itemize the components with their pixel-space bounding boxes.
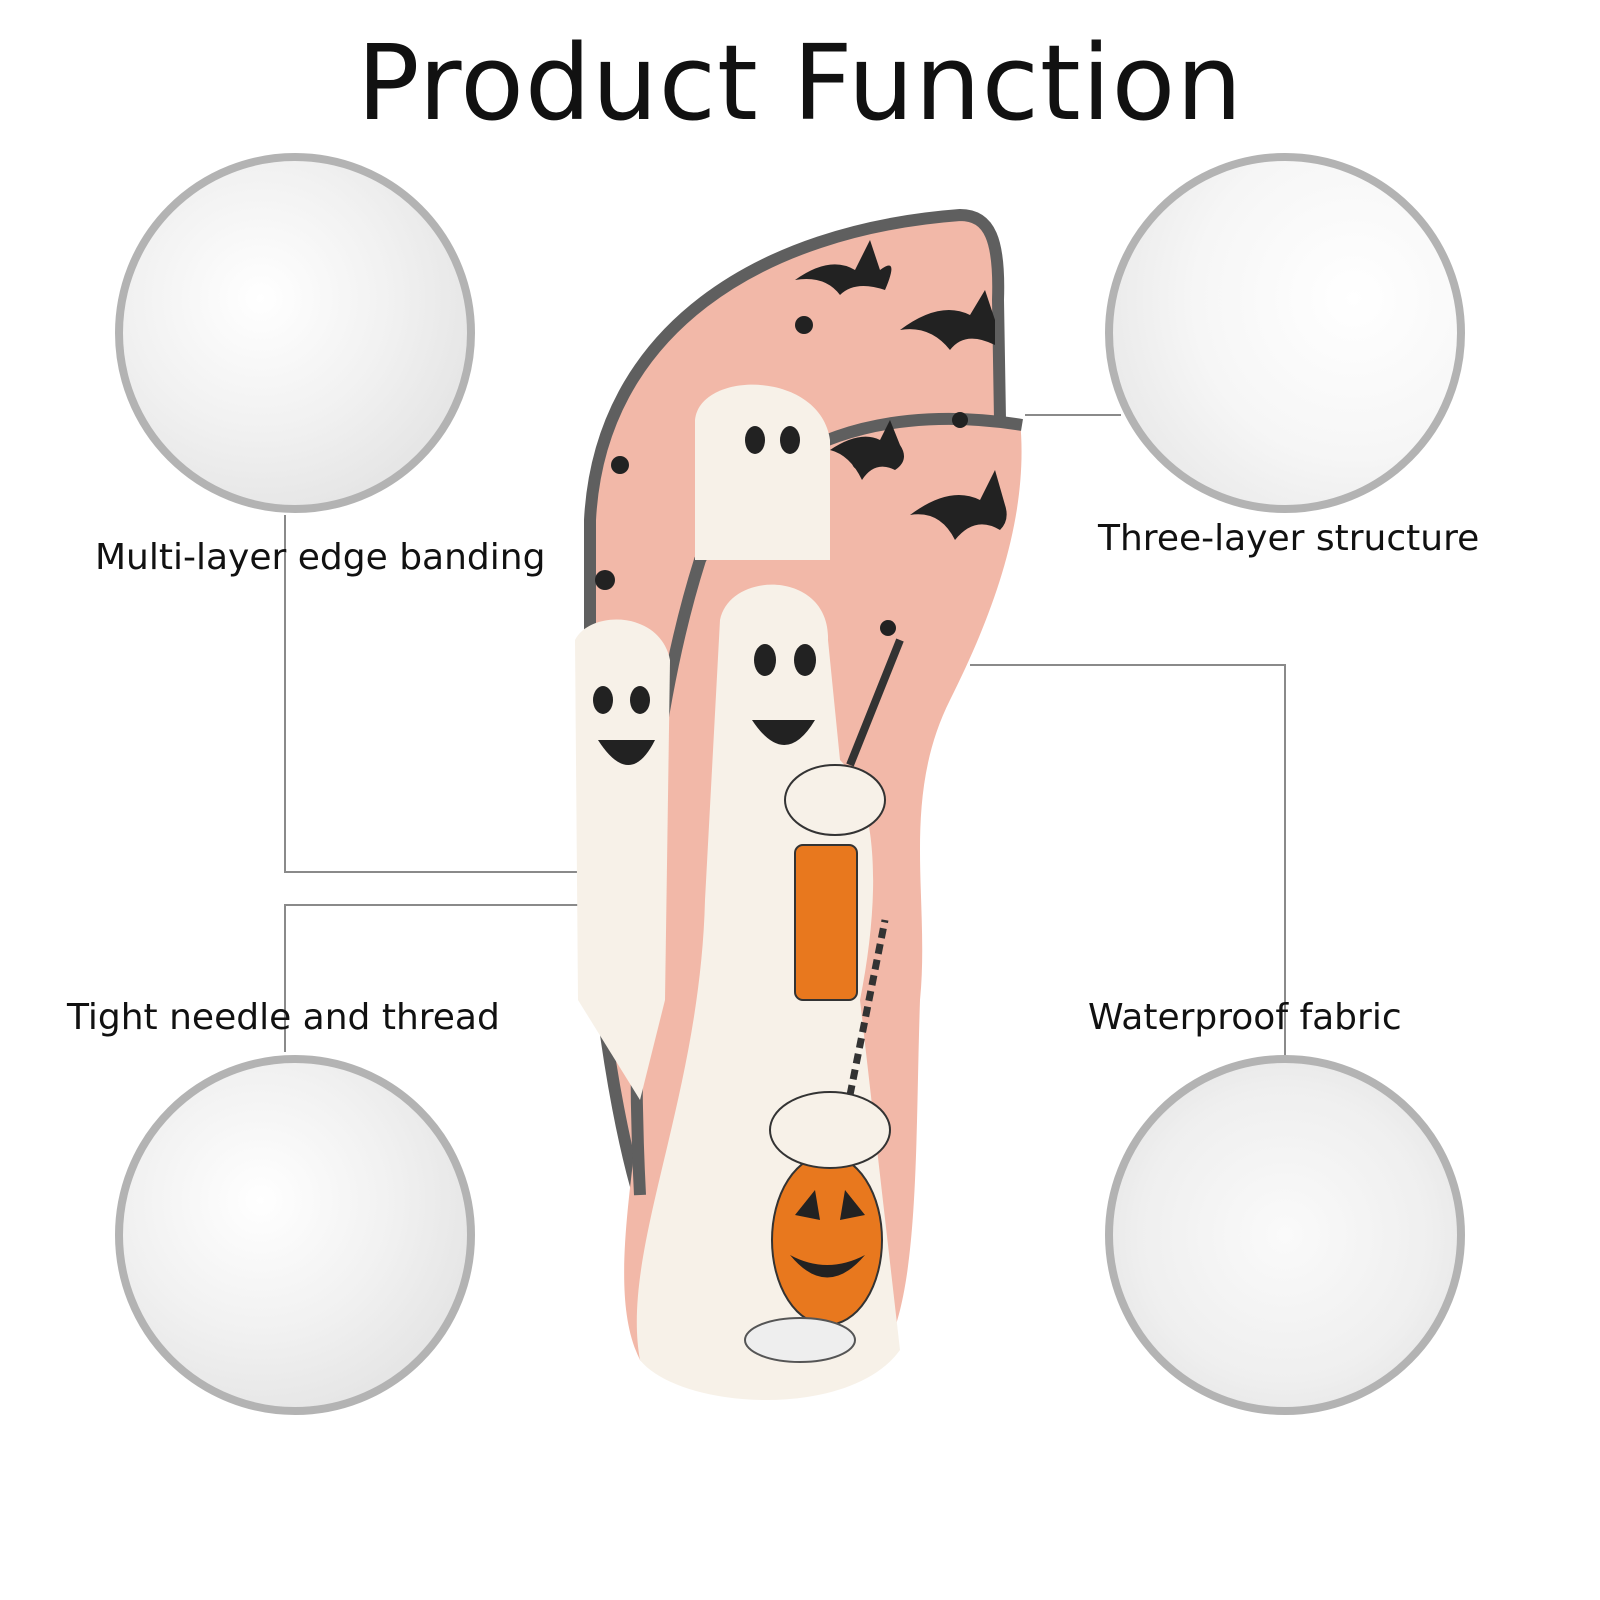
connector-line: [1284, 664, 1286, 1056]
connector-line: [284, 904, 590, 906]
bat-icon: [900, 290, 995, 350]
page-title: Product Function: [356, 22, 1244, 144]
ghost-icon: [575, 619, 670, 1100]
connector-line: [284, 515, 286, 873]
bat-icon: [795, 240, 892, 295]
feature-label: Three-layer structure: [1098, 518, 1480, 559]
detail-three-layer-image: [1105, 153, 1465, 513]
pumpkin-icon: [771, 1154, 883, 1326]
bat-icon: [910, 470, 1007, 540]
feature-label: Waterproof fabric: [1088, 997, 1402, 1038]
bat-icon: [830, 420, 904, 480]
ghost-icon: [695, 384, 830, 560]
connector-line: [284, 904, 286, 1052]
detail-needle-thread-image: [115, 1055, 475, 1415]
detail-waterproof-image: [1105, 1055, 1465, 1415]
connector-line: [284, 871, 590, 873]
feature-label: Multi-layer edge banding: [95, 537, 546, 578]
connector-line: [1025, 414, 1121, 416]
feature-label: Tight needle and thread: [67, 997, 500, 1038]
detail-edge-banding-image: [115, 153, 475, 513]
drink-cup: [794, 844, 858, 1001]
connector-line: [970, 664, 1286, 666]
